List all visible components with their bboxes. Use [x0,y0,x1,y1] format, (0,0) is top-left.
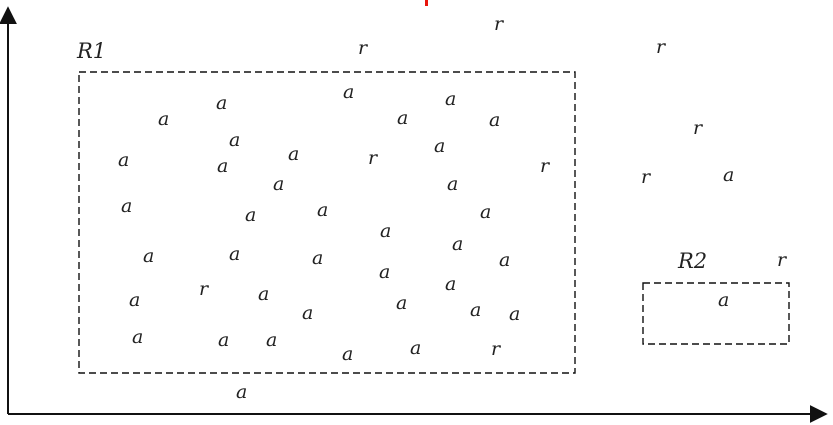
point-a-r1: a [216,92,227,114]
point-r-outside: r [693,117,704,139]
point-r-outside: r [777,249,788,271]
point-a-r1: a [470,299,481,321]
region-r2-box [642,282,790,345]
point-r-outside: r [491,338,502,360]
point-a-r1: a [723,164,734,186]
point-a-r1: a [342,343,353,365]
accent-mark [425,0,428,6]
point-a-r1: a [499,249,510,271]
region-r2-label: R2 [677,249,707,273]
point-a-r1: a [258,283,269,305]
point-a-r1: a [434,135,445,157]
point-a-r1: a [302,302,313,324]
point-a-r1: a [273,173,284,195]
point-a-r1: a [312,247,323,269]
point-a-r1: a [379,261,390,283]
point-a-r1: a [380,220,391,242]
point-a-r1: a [445,88,456,110]
point-a-r1: a [229,243,240,265]
point-a-r1: a [396,292,407,314]
point-a-r1: a [447,173,458,195]
point-a-r1: a [121,195,132,217]
point-r-outside: r [494,13,505,35]
point-a-r1: a [452,233,463,255]
point-a-r1: a [343,81,354,103]
point-r-outside: r [540,155,551,177]
point-a-r1: a [397,107,408,129]
point-a-r1: a [218,329,229,351]
region-r1-box [78,71,576,374]
point-a-r1: a [266,329,277,351]
point-a-r1: a [143,245,154,267]
point-a-r1: a [288,143,299,165]
point-r-outside: r [656,36,667,58]
point-a-r2: a [718,289,729,311]
point-r-r1: r [199,278,210,300]
point-a-r2: a [236,381,247,403]
point-a-r1: a [129,289,140,311]
region-r1-label: R1 [76,39,106,63]
point-a-r1: a [317,199,328,221]
point-a-r1: a [245,204,256,226]
point-r-r1: r [368,147,379,169]
point-a-r1: a [132,326,143,348]
point-a-r1: a [410,337,421,359]
point-a-r1: a [229,129,240,151]
point-a-r1: a [480,201,491,223]
point-a-r1: a [217,155,228,177]
point-a-r1: a [509,303,520,325]
point-a-r1: a [118,149,129,171]
point-a-r1: a [158,108,169,130]
point-a-r1: a [445,273,456,295]
point-r-outside: r [641,166,652,188]
point-a-r1: a [489,109,500,131]
point-r-outside: r [358,37,369,59]
